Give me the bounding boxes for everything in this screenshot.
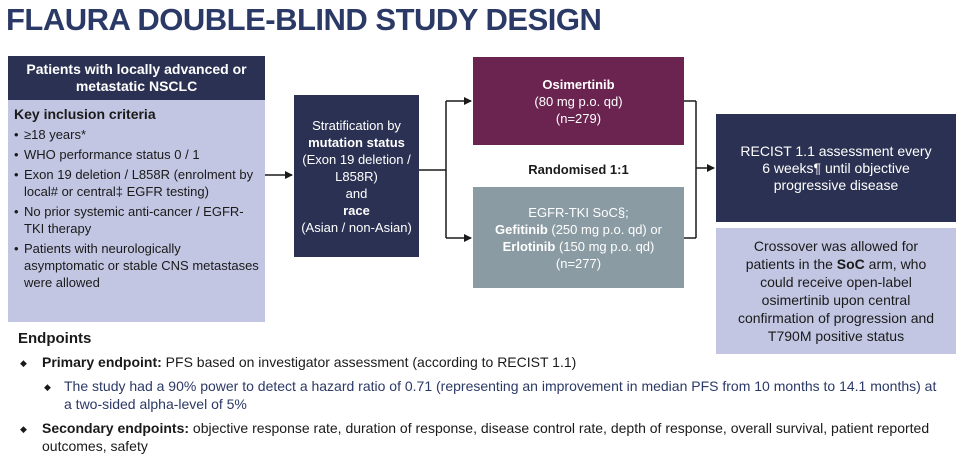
randomised-label: Randomised 1:1: [528, 162, 629, 177]
soc-arm-box: EGFR-TKI SoC§; Gefitinib (250 mg p.o. qd…: [473, 187, 684, 288]
diamond-bullet-icon: ◆: [20, 358, 27, 368]
osimertinib-name: Osimertinib: [542, 76, 615, 92]
strat-line: (Exon 19 deletion / L858R): [302, 151, 411, 184]
strat-line: (Asian / non-Asian): [301, 219, 412, 235]
diamond-bullet-icon: ◆: [44, 382, 51, 392]
criteria-item: WHO performance status 0 / 1: [14, 146, 259, 163]
patients-header-box: Patients with locally advanced or metast…: [8, 56, 265, 100]
endpoints-heading: Endpoints: [18, 330, 92, 347]
primary-endpoint-detail-text: The study had a 90% power to detect a ha…: [64, 378, 937, 412]
criteria-item: ≥18 years*: [14, 126, 259, 143]
strat-line: Stratification by: [312, 117, 401, 133]
gefitinib-label: Gefitinib: [495, 221, 548, 237]
osimertinib-arm-box: Osimertinib (80 mg p.o. qd) (n=279): [473, 57, 684, 145]
erlotinib-label: Erlotinib: [502, 238, 556, 254]
erlotinib-dose: (150 mg p.o. qd): [555, 238, 655, 254]
soc-line-erlotinib: Erlotinib (150 mg p.o. qd): [503, 238, 655, 255]
secondary-endpoints-text: objective response rate, duration of res…: [42, 420, 930, 454]
criteria-item: Exon 19 deletion / L858R (enrolment by l…: [14, 166, 259, 200]
gefitinib-dose: (250 mg p.o. qd) or: [547, 221, 662, 237]
criteria-list: ≥18 years* WHO performance status 0 / 1 …: [14, 126, 259, 291]
strat-mutation-status: mutation status: [308, 134, 405, 150]
soc-heading: EGFR-TKI SoC§;: [528, 204, 629, 220]
primary-endpoint-label: Primary endpoint:: [42, 354, 162, 370]
criteria-item: Patients with neurologically asymptomati…: [14, 240, 259, 291]
osimertinib-n: (n=279): [555, 110, 602, 126]
crossover-text: Crossover was allowed for patients in th…: [730, 237, 942, 345]
osimertinib-dose: (80 mg p.o. qd): [534, 93, 623, 109]
endpoints-section: Endpoints ◆ Primary endpoint: PFS based …: [18, 330, 948, 461]
criteria-item: No prior systemic anti-cancer / EGFR-TKI…: [14, 203, 259, 237]
soc-line-gefitinib: Gefitinib (250 mg p.o. qd) or: [495, 221, 662, 238]
patients-header-text: Patients with locally advanced or metast…: [26, 61, 247, 94]
strat-line: and: [345, 185, 368, 201]
primary-endpoint-text: PFS based on investigator assessment (ac…: [161, 354, 577, 370]
crossover-pre: Crossover was allowed for patients in th…: [745, 238, 919, 272]
primary-endpoint: ◆ Primary endpoint: PFS based on investi…: [18, 353, 948, 371]
crossover-soc: SoC: [836, 256, 865, 272]
stratification-box: Stratification by mutation status (Exon …: [294, 95, 419, 257]
secondary-endpoints: ◆ Secondary endpoints: objective respons…: [18, 419, 948, 455]
page-title: FLAURA DOUBLE-BLIND STUDY DESIGN: [6, 2, 602, 37]
strat-race: race: [343, 202, 370, 218]
crossover-box: Crossover was allowed for patients in th…: [716, 228, 956, 354]
crossover-post: arm, who could receive open-label osimer…: [737, 256, 935, 344]
criteria-heading: Key inclusion criteria: [14, 106, 156, 122]
recist-text: RECIST 1.1 assessment every 6 weeks¶ unt…: [740, 142, 932, 193]
recist-box: RECIST 1.1 assessment every 6 weeks¶ unt…: [716, 114, 956, 222]
secondary-endpoints-label: Secondary endpoints:: [42, 420, 190, 436]
primary-endpoint-detail: ◆ The study had a 90% power to detect a …: [18, 377, 948, 413]
soc-n: (n=277): [555, 255, 602, 271]
diamond-bullet-icon: ◆: [20, 424, 27, 434]
inclusion-criteria-box: Key inclusion criteria ≥18 years* WHO pe…: [8, 100, 265, 322]
